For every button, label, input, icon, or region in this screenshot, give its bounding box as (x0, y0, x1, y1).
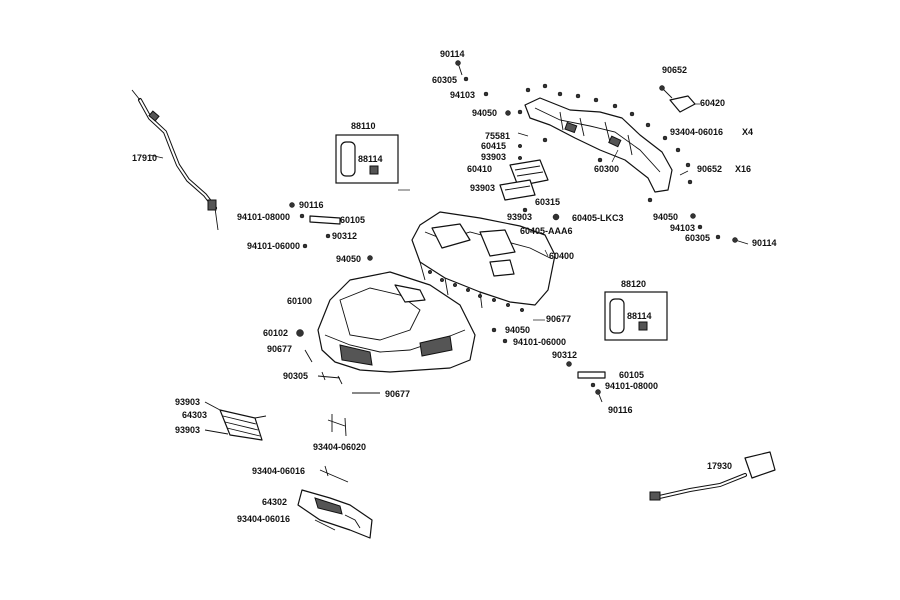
label-93903-e: 93903 (175, 425, 200, 435)
left-light-cluster (289, 202, 373, 261)
bracket-60420 (659, 85, 696, 113)
label-64303: 64303 (182, 410, 207, 420)
fender-bolts (517, 83, 693, 203)
label-75581: 75581 (485, 131, 510, 141)
label-90116-r: 90116 (608, 405, 633, 415)
label-60105-l: 60105 (340, 215, 365, 225)
label-17930: 17930 (707, 461, 732, 471)
label-60405-lkc3: 60405-LKC3 (572, 213, 624, 223)
dashboard-fasteners (427, 269, 525, 313)
part-labels: 90114 60305 94103 94050 90652 60420 9340… (132, 49, 777, 524)
label-60400: 60400 (549, 251, 574, 261)
label-90305: 90305 (283, 371, 308, 381)
label-90312-m: 90312 (552, 350, 577, 360)
label-60300: 60300 (594, 164, 619, 174)
label-90312-l: 90312 (332, 231, 357, 241)
label-60100: 60100 (287, 296, 312, 306)
label-60102: 60102 (263, 328, 288, 338)
label-94103-r: 94103 (670, 223, 695, 233)
bracket-93404-06020 (327, 414, 347, 437)
label-x16: X16 (735, 164, 751, 174)
label-60305-top: 60305 (432, 75, 457, 85)
label-93903-c: 93903 (507, 212, 532, 222)
label-94050-m: 94050 (505, 325, 530, 335)
label-93404-06016-a: 93404-06016 (252, 466, 305, 476)
label-90677-c: 90677 (546, 314, 571, 324)
cable-17910 (131, 89, 219, 231)
label-60105-r: 60105 (619, 370, 644, 380)
label-90652-top: 90652 (662, 65, 687, 75)
label-60405-aaa6: 60405-AAA6 (520, 226, 573, 236)
cable-17930 (649, 451, 776, 501)
label-88114-r: 88114 (627, 311, 652, 321)
rear-fender-60300 (524, 97, 673, 193)
label-93903-a: 93903 (481, 152, 506, 162)
label-90114-r: 90114 (752, 238, 777, 248)
label-60415: 60415 (481, 141, 506, 151)
label-17910: 17910 (132, 153, 157, 163)
label-88110: 88110 (351, 121, 376, 131)
label-60420: 60420 (700, 98, 725, 108)
label-88114-l: 88114 (358, 154, 383, 164)
top-fasteners (455, 60, 511, 116)
label-60305-r: 60305 (685, 233, 710, 243)
label-93903-b: 93903 (470, 183, 495, 193)
mirror-box-88120 (604, 291, 668, 341)
label-x4: X4 (742, 127, 753, 137)
cowl-small-parts (296, 329, 380, 394)
label-60315: 60315 (535, 197, 560, 207)
label-93404-06020: 93404-06020 (313, 442, 366, 452)
label-90677-a: 90677 (267, 344, 292, 354)
right-fasteners (690, 213, 749, 245)
label-94101-08000-r: 94101-08000 (605, 381, 658, 391)
grille-64303 (204, 401, 267, 441)
mid-right-cluster (491, 327, 606, 403)
console-small-parts (499, 132, 560, 233)
label-94050-r: 94050 (653, 212, 678, 222)
label-90114-top: 90114 (440, 49, 465, 59)
mirror-box-88110 (335, 134, 399, 184)
label-60410: 60410 (467, 164, 492, 174)
label-94101-06000-m: 94101-06000 (513, 337, 566, 347)
label-94050-top: 94050 (472, 108, 497, 118)
label-93903-d: 93903 (175, 397, 200, 407)
label-90116-l: 90116 (299, 200, 324, 210)
label-94103-top: 94103 (450, 90, 475, 100)
front-cowl-60100 (317, 271, 476, 373)
label-64302: 64302 (262, 497, 287, 507)
label-94050-l: 94050 (336, 254, 361, 264)
label-93404-06016-r: 93404-06016 (670, 127, 723, 137)
dashboard-60400 (411, 211, 556, 309)
label-94101-08000-l: 94101-08000 (237, 212, 290, 222)
lower-grille-64302 (297, 465, 373, 539)
label-90677-b: 90677 (385, 389, 410, 399)
label-90652-r: 90652 (697, 164, 722, 174)
leader-lines (149, 103, 700, 321)
label-94101-06000-l: 94101-06000 (247, 241, 300, 251)
label-88120: 88120 (621, 279, 646, 289)
label-93404-06016-b: 93404-06016 (237, 514, 290, 524)
